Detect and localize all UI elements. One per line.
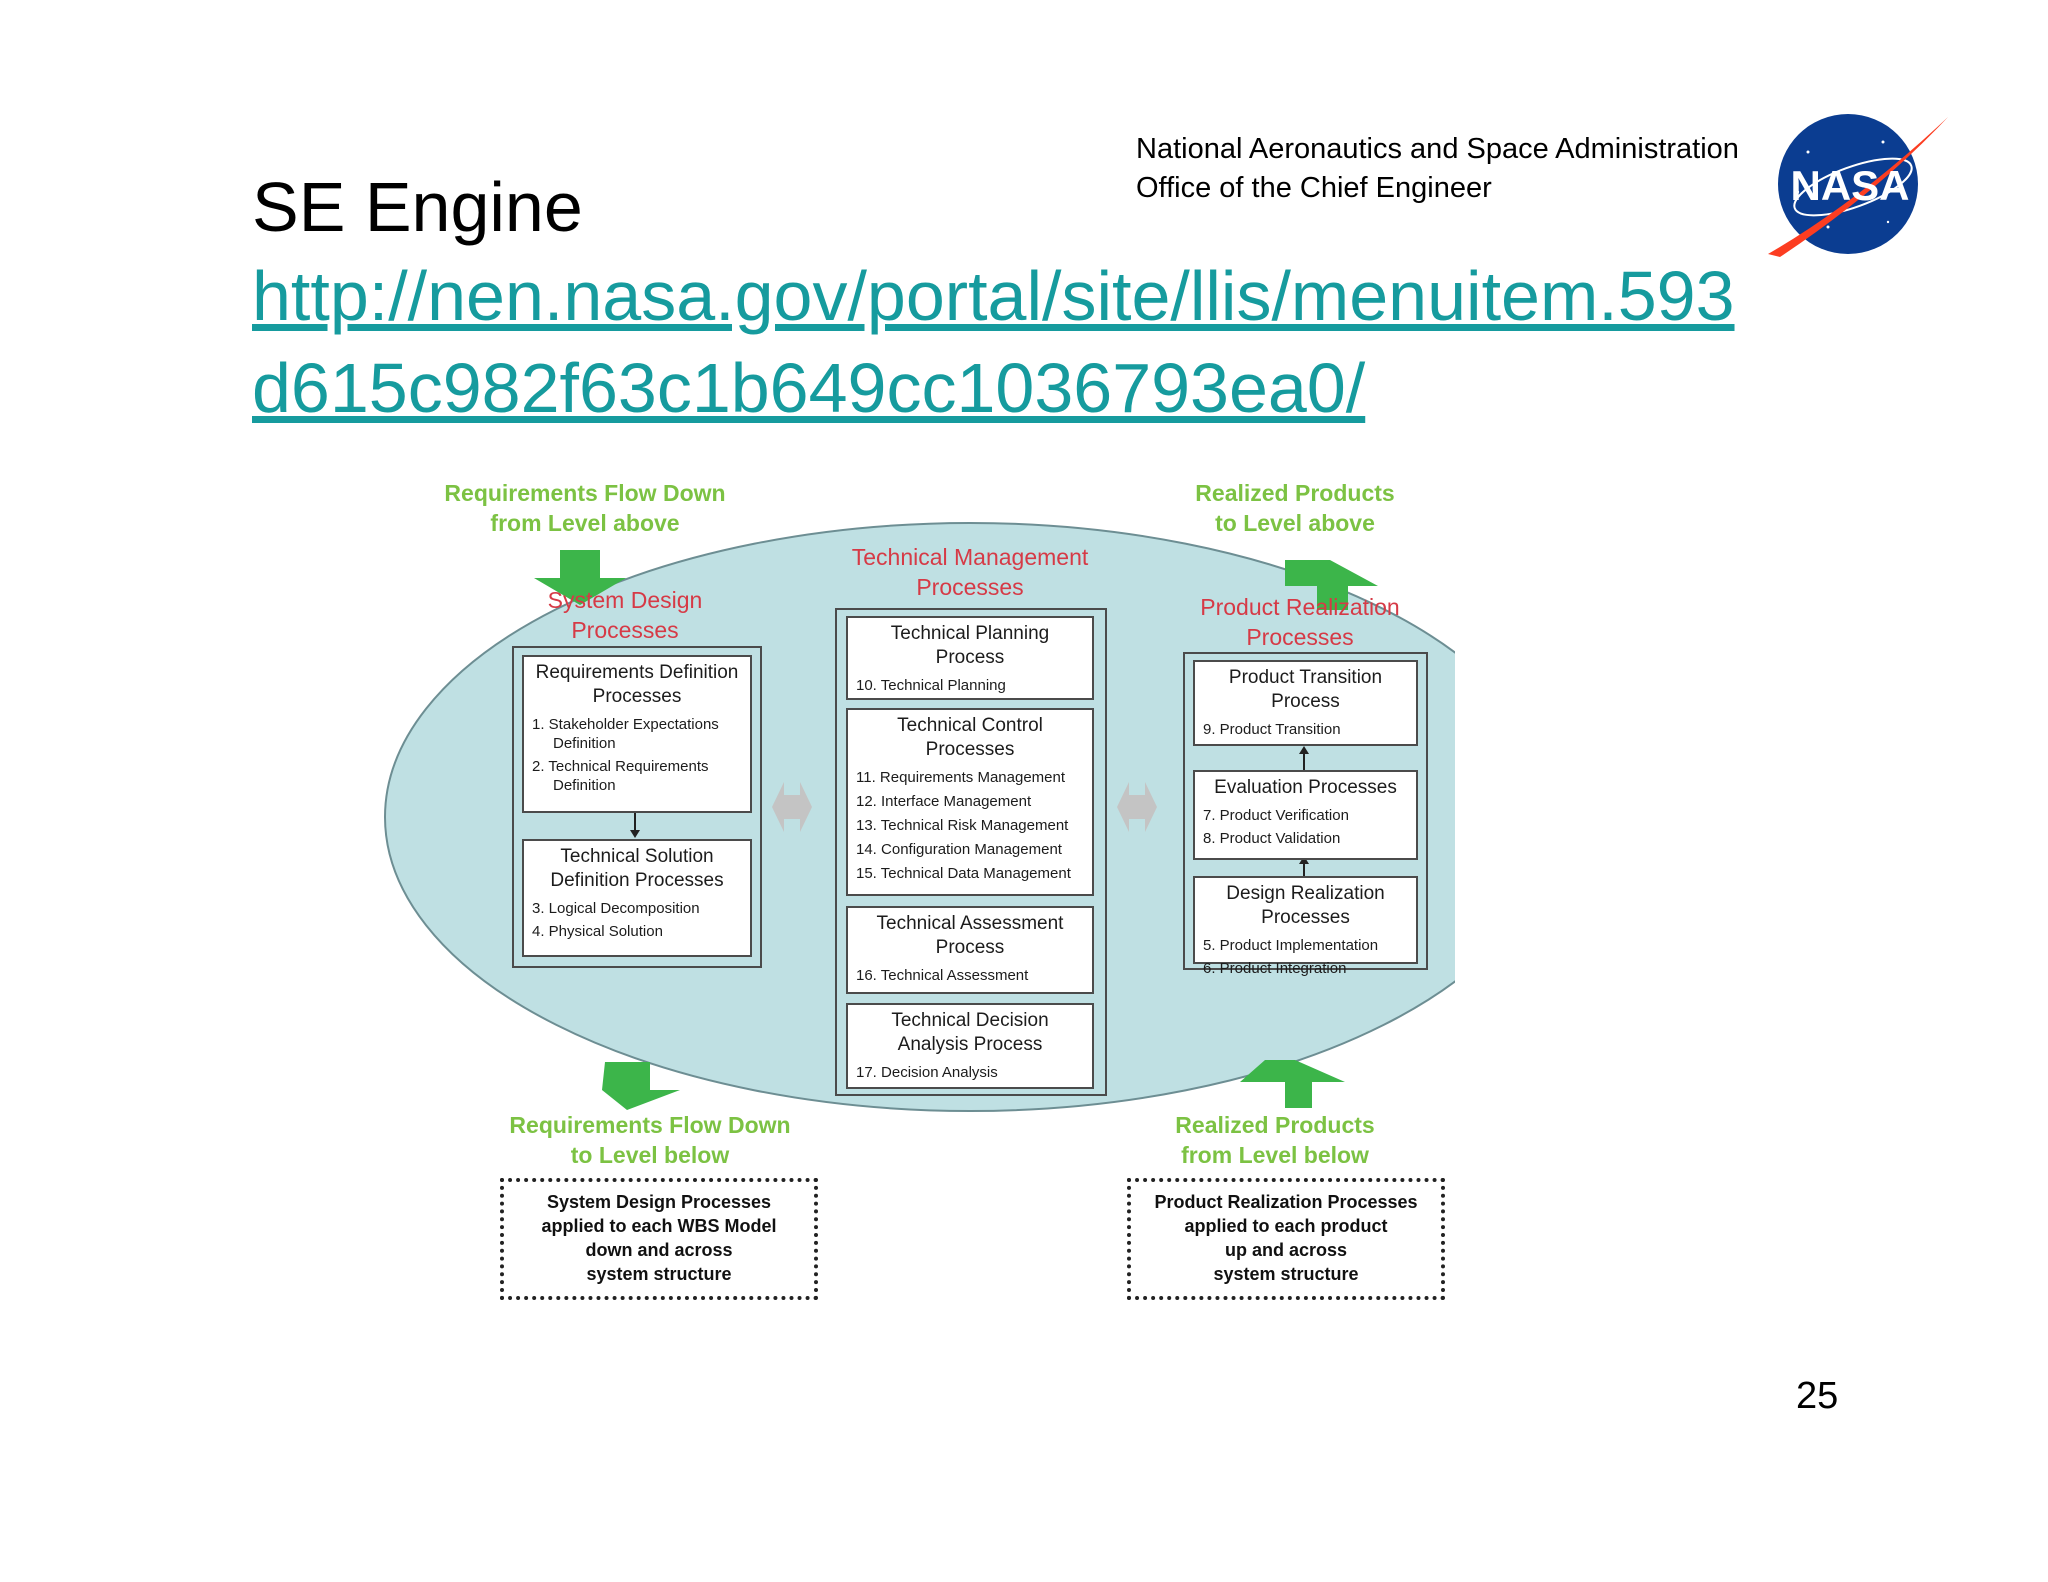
arrow-up-bottom-right bbox=[1240, 1060, 1345, 1108]
product-realization-note: Product Realization Processes applied to… bbox=[1127, 1178, 1445, 1300]
arrow-down-bottom-left bbox=[602, 1062, 680, 1110]
technical-management-group bbox=[835, 608, 1107, 1096]
arrow-up-top-right bbox=[1285, 560, 1378, 610]
double-arrow-left bbox=[772, 782, 812, 832]
arrow-down-top-left bbox=[534, 550, 626, 605]
organization-name: National Aeronautics and Space Administr… bbox=[1136, 130, 1739, 208]
link-line-2[interactable]: d615c982f63c1b649cc1036793ea0/ bbox=[252, 349, 1366, 427]
reference-link[interactable]: http://nen.nasa.gov/portal/site/llis/men… bbox=[252, 250, 1735, 434]
page-title: SE Engine bbox=[252, 168, 583, 246]
org-line-2: Office of the Chief Engineer bbox=[1136, 172, 1492, 204]
nasa-logo: NASA bbox=[1768, 114, 1948, 257]
system-design-group bbox=[512, 646, 762, 968]
org-line-1: National Aeronautics and Space Administr… bbox=[1136, 133, 1739, 165]
link-line-1[interactable]: http://nen.nasa.gov/portal/site/llis/men… bbox=[252, 257, 1735, 335]
product-realization-group bbox=[1183, 652, 1428, 970]
page-number: 25 bbox=[1796, 1375, 1839, 1417]
system-design-note: System Design Processes applied to each … bbox=[500, 1178, 818, 1300]
evaluation-box: Evaluation Processes 7. Product Verifica… bbox=[1193, 770, 1418, 860]
double-arrow-right bbox=[1117, 782, 1157, 832]
svg-text:NASA: NASA bbox=[1790, 162, 1909, 209]
